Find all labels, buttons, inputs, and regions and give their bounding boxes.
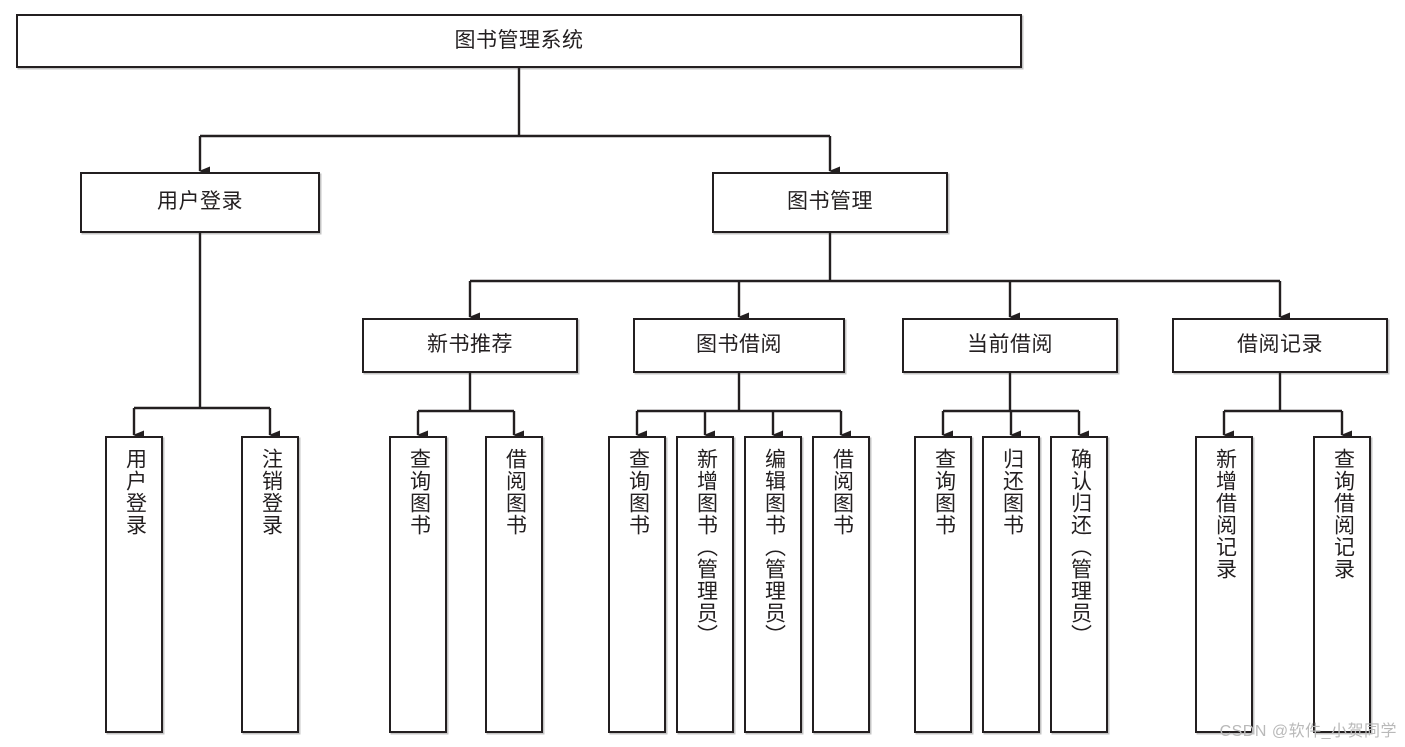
node-login-2[interactable]: 注销登录 — [241, 436, 299, 733]
connector-lines — [132, 68, 1352, 440]
node-label: 用户登录 — [123, 448, 147, 536]
node-records[interactable]: 借阅记录 — [1172, 318, 1388, 373]
node-login[interactable]: 用户登录 — [80, 172, 320, 233]
node-current[interactable]: 当前借阅 — [902, 318, 1118, 373]
node-current-3[interactable]: 确认归还（管理员） — [1050, 436, 1108, 733]
node-label: 注销登录 — [259, 448, 283, 536]
node-label: 图书管理系统 — [454, 28, 584, 52]
node-label: 查询图书 — [626, 448, 650, 536]
node-label: 查询图书 — [407, 448, 431, 536]
node-records-2[interactable]: 查询借阅记录 — [1313, 436, 1371, 733]
node-label: 编辑图书（管理员） — [762, 448, 786, 646]
node-borrow-4[interactable]: 借阅图书 — [812, 436, 870, 733]
node-label: 借阅图书 — [830, 448, 854, 536]
node-records-1[interactable]: 新增借阅记录 — [1195, 436, 1253, 733]
node-borrow-2[interactable]: 新增图书（管理员） — [676, 436, 734, 733]
node-newbook-1[interactable]: 查询图书 — [389, 436, 447, 733]
node-label: 查询借阅记录 — [1331, 448, 1355, 580]
node-borrow-1[interactable]: 查询图书 — [608, 436, 666, 733]
node-label: 确认归还（管理员） — [1068, 448, 1092, 646]
node-label: 借阅记录 — [1237, 333, 1323, 357]
node-root[interactable]: 图书管理系统 — [16, 14, 1022, 68]
node-bookmgmt[interactable]: 图书管理 — [712, 172, 948, 233]
node-label: 图书管理 — [787, 190, 873, 214]
node-newbook[interactable]: 新书推荐 — [362, 318, 578, 373]
node-label: 用户登录 — [157, 190, 243, 214]
node-borrow-3[interactable]: 编辑图书（管理员） — [744, 436, 802, 733]
node-borrow[interactable]: 图书借阅 — [633, 318, 845, 373]
node-label: 借阅图书 — [503, 448, 527, 536]
node-current-1[interactable]: 查询图书 — [914, 436, 972, 733]
watermark-text: CSDN @软件_小贺同学 — [1219, 723, 1397, 740]
node-label: 查询图书 — [932, 448, 956, 536]
node-login-1[interactable]: 用户登录 — [105, 436, 163, 733]
node-label: 新增借阅记录 — [1213, 448, 1237, 580]
node-label: 图书借阅 — [696, 333, 782, 357]
node-label: 新书推荐 — [427, 333, 513, 357]
node-label: 归还图书 — [1000, 448, 1024, 536]
node-label: 新增图书（管理员） — [694, 448, 718, 646]
node-label: 当前借阅 — [967, 333, 1053, 357]
node-newbook-2[interactable]: 借阅图书 — [485, 436, 543, 733]
node-current-2[interactable]: 归还图书 — [982, 436, 1040, 733]
